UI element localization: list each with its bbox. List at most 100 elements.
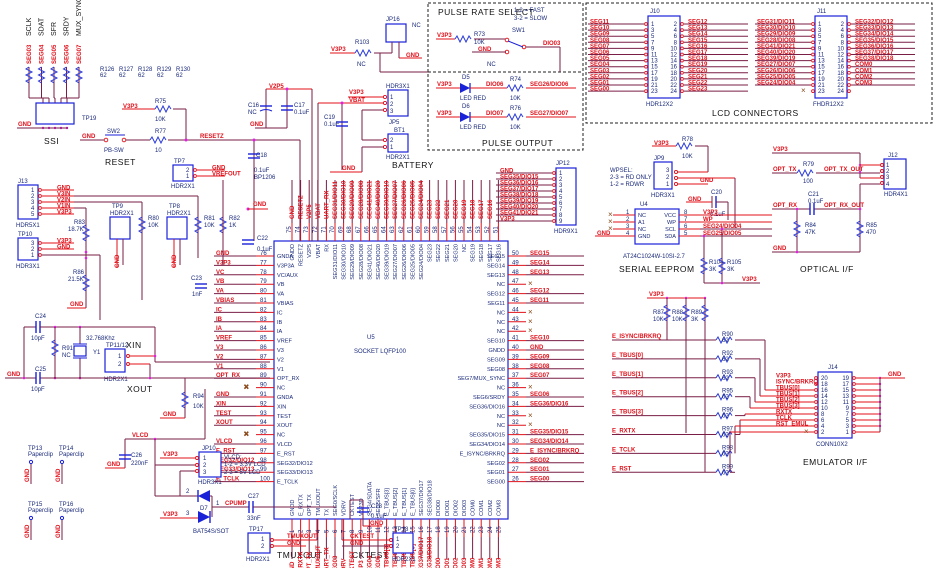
pin-number: 18 <box>837 71 844 77</box>
u5-pin-name: SEG6/SRDY <box>473 395 505 401</box>
pin-number: 19 <box>818 77 825 83</box>
net-label: SEG06 <box>590 50 610 56</box>
net-label: SEG26/DIO06 <box>757 68 796 74</box>
led-icon <box>460 83 470 93</box>
u5-pin-name: V3P3D <box>359 498 365 516</box>
r86-value: 21.5K <box>68 277 84 283</box>
net-label: SEG07 <box>77 44 83 64</box>
net-label: GND <box>290 205 296 219</box>
pulse-note-1: 1-2 = FAST <box>514 8 545 14</box>
no-connect-icon: × <box>528 279 533 288</box>
c27-value: 33nF <box>247 516 261 522</box>
pin-number: 1 <box>626 210 630 216</box>
led-ref: D5 <box>462 75 470 81</box>
net-label: COM2 <box>488 557 494 568</box>
pin-number: 7 <box>818 40 822 46</box>
u5-pin-name: DIO02 <box>453 500 459 516</box>
ssi-signal-label: SCLK <box>26 17 33 36</box>
jp10-type: HDR3X1 <box>198 480 222 486</box>
pin-number: 14 <box>670 59 677 65</box>
pin-circle <box>847 77 851 81</box>
sw2-ref: SW2 <box>107 129 121 135</box>
pin-circle <box>847 83 851 87</box>
net-label: GND <box>57 245 71 251</box>
u5-pin-name: SEG22 <box>436 244 442 262</box>
y1-ref: Y1 <box>93 350 101 356</box>
pin-circle <box>811 64 815 69</box>
pin-circle <box>852 430 856 434</box>
resistor-icon <box>717 257 727 275</box>
resistor-icon <box>218 216 228 234</box>
r105-value: 3K <box>727 267 734 273</box>
pin-number: 7 <box>684 217 688 223</box>
u5-pin-number: 37 <box>512 373 519 379</box>
pin-number: 4 <box>674 28 678 34</box>
u5-pin-number: 47 <box>512 279 519 285</box>
u5-pin-name: SEG36/DIO16 <box>469 404 505 410</box>
net-label: V2 <box>216 354 224 360</box>
net-label: GND <box>500 169 514 175</box>
net-label: SEG34/DIO14 <box>530 439 569 445</box>
u5-pin-name: SEG35/DIO15 <box>469 433 505 439</box>
net-label: GND <box>597 231 611 237</box>
net-label: V3P3 <box>703 210 718 216</box>
net-label: TMUXOUT <box>287 534 317 540</box>
pin-number: 15 <box>818 65 825 71</box>
u5-pin-name: SEG30/DIO10 <box>342 244 348 280</box>
net-label: SEG29/DIO09 <box>757 32 796 38</box>
sw1-ref: SW1 <box>512 28 526 34</box>
lcd-frame <box>585 2 933 124</box>
u5-pin-number: 49 <box>512 260 519 266</box>
u5-pin-name: GNDA <box>277 395 293 401</box>
pin-number: 7 <box>651 40 655 46</box>
r73-ref: R73 <box>474 32 486 38</box>
pin-number: 12 <box>670 53 677 59</box>
net-label: SEG08 <box>530 364 550 370</box>
tp10-type: HDR3X1 <box>16 264 40 270</box>
tp11-type: HDR2X1 <box>104 377 128 383</box>
r91-ref: R91 <box>62 346 74 352</box>
u5-pin-name: V3P3A <box>277 263 295 269</box>
net-label: SEG20 <box>453 199 459 219</box>
pin-name: GND <box>638 234 650 240</box>
u5-pin-name: SEG20 <box>453 244 459 262</box>
net-label: SEG31/DIO11 <box>757 20 796 26</box>
ssi-signal-label: SRDY <box>64 16 71 36</box>
c24-ref: C24 <box>35 314 47 320</box>
net-label: VBIAS <box>216 298 234 304</box>
u5-part: SOCKET LQFP100 <box>354 349 407 355</box>
u5-pin-name: XIN <box>277 404 286 410</box>
pin-number: 6 <box>821 418 825 424</box>
net-label: DIO07 <box>486 111 504 117</box>
net-label: SEG30/DIO10 <box>757 26 796 32</box>
pin-circle <box>847 58 851 63</box>
resistor-value: 10K <box>510 125 521 131</box>
net-label: XIN <box>216 401 226 407</box>
pulse-frame <box>427 2 584 151</box>
net-label: SEG39/DIO19 <box>757 56 796 62</box>
u5-pin-number: 4 <box>316 529 322 533</box>
c16-ref: C16 <box>248 103 260 109</box>
net-label: SEG04 <box>40 44 46 64</box>
u5-pin-name: SEG33/DIO13 <box>277 470 313 476</box>
net-label: GND <box>406 53 420 59</box>
u5-pin-name: OPT_TX <box>307 494 313 516</box>
net-label: E_TBUS[2] <box>393 544 399 568</box>
pin-number: 5 <box>846 418 850 424</box>
j10-type: HDR12X2 <box>646 102 674 108</box>
net-label: V3P3 <box>359 560 365 568</box>
u5-pin-name: SEG17 <box>488 244 494 262</box>
net-label: V3P3 <box>216 260 231 266</box>
lcd-power-block: VLCD GND C26 220nF V3P3 JP10 HDR3X1 123 … <box>105 389 336 535</box>
net-label: SEG26/DIO06 <box>530 82 569 88</box>
pin-number: 3 <box>651 28 655 34</box>
pulse-rate-title: PULSE RATE SELECT <box>438 7 534 17</box>
net-label: SEG41/DIO21 <box>500 211 539 217</box>
xtal-block: C24 10pF R91 NC Y1 32.768Khz TP11/12 XIN… <box>5 314 270 419</box>
net-label: SEG40/DIO20 <box>376 180 382 219</box>
net-label: SEG16 <box>488 199 494 219</box>
u5-pin-name: TMUXOUT <box>316 488 322 516</box>
u5-pin-name: V1 <box>277 367 284 373</box>
pin-circle <box>552 177 556 181</box>
no-connect-icon: × <box>528 420 533 429</box>
